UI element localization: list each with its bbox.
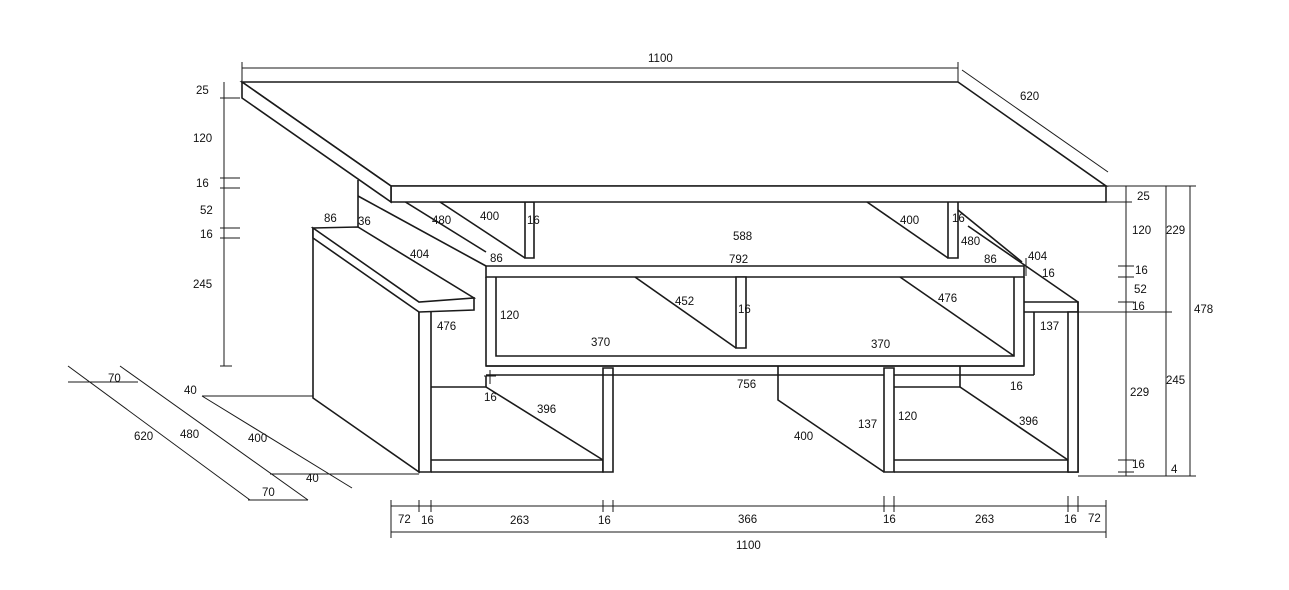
dim-left-base: 245	[193, 279, 212, 291]
dimension-lines	[67, 62, 1196, 538]
dim-right-top: 25	[1137, 191, 1150, 203]
dim-right-base: 16	[1132, 459, 1145, 471]
dim-diag-b: 476	[938, 293, 957, 305]
dim-foot-e: 400	[248, 433, 267, 445]
dim-bottom-seg-7: 263	[975, 514, 994, 526]
dim-side-depth: 86	[324, 213, 337, 225]
tabletop-top-face	[239, 81, 1109, 187]
dim-foot-f: 40	[306, 473, 319, 485]
dim-side-len: 480	[432, 215, 451, 227]
dim-bottom-total: 1100	[736, 540, 761, 552]
furniture-outline	[239, 80, 1109, 474]
dim-bottom-seg-2: 16	[421, 515, 434, 527]
dim-brace-right-t: 16	[952, 213, 965, 225]
dim-bottom-seg-6: 16	[883, 514, 896, 526]
dim-right-shelf: 16	[1135, 265, 1148, 277]
dim-right-sum-upper: 229	[1166, 225, 1185, 237]
dim-right-len: 480	[961, 236, 980, 248]
dim-bottom-t-r: 16	[1010, 381, 1023, 393]
dim-left-middle-gap: 52	[200, 205, 213, 217]
dim-diag-a: 452	[675, 296, 694, 308]
dim-bottom-seg-8: 16	[1064, 514, 1077, 526]
dim-bottom-seg-5: 366	[738, 514, 757, 526]
dim-lower-diag-l: 396	[537, 404, 556, 416]
dim-div-t: 16	[738, 304, 751, 316]
dim-brace-left-t: 16	[527, 215, 540, 227]
dim-foot-g: 70	[262, 487, 275, 499]
dim-lower-diag-r: 396	[1019, 416, 1038, 428]
dim-box-height: 120	[500, 310, 519, 322]
tabletop-left-edge	[241, 80, 392, 204]
dim-right-side: 404	[1028, 251, 1048, 263]
dim-shelf-t: 16	[1042, 268, 1055, 280]
dim-left-top: 25	[196, 85, 209, 97]
dim-left-shelf: 16	[196, 178, 209, 190]
left-front-post	[418, 305, 432, 473]
dim-left-post: 476	[437, 321, 456, 333]
middle-shelf-top	[485, 265, 1025, 278]
dim-left-shelf2: 16	[200, 229, 213, 241]
dim-right-foot: 4	[1171, 464, 1178, 476]
dim-center-depth: 588	[733, 231, 752, 243]
dim-left-span: 370	[591, 337, 610, 349]
dim-left-side: 404	[410, 249, 430, 261]
dim-shelf-depth-r: 86	[984, 254, 997, 266]
dimension-labels: 1100 620 25 120 16 52 16 245 70 40 620 4…	[108, 53, 1213, 552]
dim-lower-post-h2: 120	[898, 411, 917, 423]
dim-top-depth: 620	[1020, 91, 1039, 103]
dim-bottom-seg-3: 263	[510, 515, 529, 527]
tabletop-front-edge	[390, 185, 1107, 203]
dim-top-width: 1100	[648, 53, 673, 65]
dim-right-sum-lower: 245	[1166, 375, 1185, 387]
dim-shelf-len: 792	[729, 254, 748, 266]
dim-bottom-len: 756	[737, 379, 756, 391]
dim-brace-left: 400	[480, 211, 499, 223]
dim-right-box: 137	[1040, 321, 1059, 333]
dim-right-lower: 229	[1130, 387, 1149, 399]
dim-right-gap: 120	[1132, 225, 1151, 237]
dim-brace-right: 400	[900, 215, 919, 227]
dim-foot-d: 480	[180, 429, 199, 441]
dim-right-middle-gap: 52	[1134, 284, 1147, 296]
dim-bottom-t-l: 16	[484, 392, 497, 404]
dim-foot-a: 70	[108, 373, 121, 385]
dim-right-span: 370	[871, 339, 890, 351]
dim-lower-diag-m: 400	[794, 431, 813, 443]
dim-foot-b: 40	[184, 385, 197, 397]
middle-divider	[735, 276, 747, 349]
dim-side-offset: 36	[358, 216, 371, 228]
right-front-post	[1067, 311, 1079, 473]
right-mid-post	[883, 367, 895, 473]
dim-lower-post-h: 137	[858, 419, 877, 431]
dim-foot-c: 620	[134, 431, 153, 443]
dim-left-gap: 120	[193, 133, 212, 145]
dim-right-total: 478	[1194, 304, 1213, 316]
dim-bottom-seg-4: 16	[598, 515, 611, 527]
left-overhang-shelf	[312, 226, 475, 313]
dim-shelf-depth-l: 86	[490, 253, 503, 265]
dim-right-shelf2: 16	[1132, 301, 1145, 313]
left-mid-post	[602, 367, 614, 473]
dim-bottom-seg-9: 72	[1088, 513, 1101, 525]
dim-bottom-seg-1: 72	[398, 514, 411, 526]
